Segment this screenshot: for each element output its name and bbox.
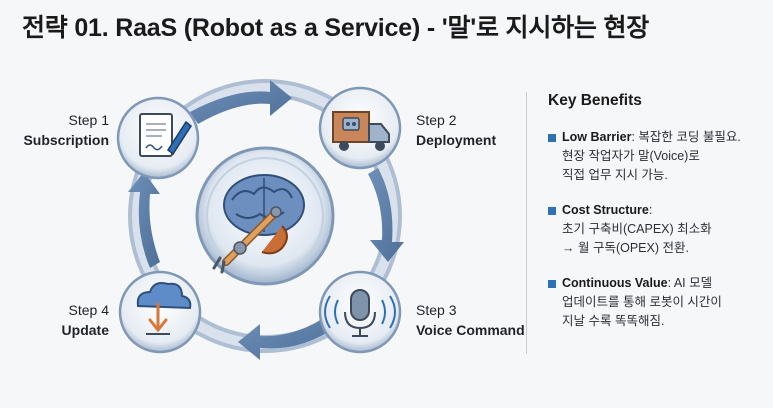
step-name: Update: [61, 322, 109, 338]
step-3-label: Step 3 Voice Command: [416, 300, 525, 340]
step-number: Step 4: [68, 302, 109, 318]
cycle-arrow-bottom: [238, 314, 338, 360]
cycle-arrow-right: [368, 168, 404, 262]
benefit-text: 현장 작업자가 말(Voice)로: [562, 149, 700, 163]
benefit-item: Low Barrier: 복잡한 코딩 불필요. 현장 작업자가 말(Voice…: [548, 128, 770, 185]
microphone-icon: [318, 270, 402, 354]
benefit-item: Cost Structure: 초기 구축비(CAPEX) 최소화 → 월 구독…: [548, 201, 770, 258]
benefit-name: Cost Structure: [562, 203, 649, 217]
ai-brain-robot-arm-icon: [195, 146, 335, 286]
benefit-item: Continuous Value: AI 모델 업데이트를 통해 로봇이 시간이…: [548, 274, 770, 331]
step-1-label: Step 1 Subscription: [23, 110, 109, 150]
benefits-title: Key Benefits: [548, 92, 642, 109]
benefit-name: Low Barrier: [562, 130, 632, 144]
step-number: Step 3: [416, 302, 457, 318]
step-number: Step 2: [416, 112, 457, 128]
cloud-download-icon: [118, 270, 202, 354]
benefit-text: 지날 수록 똑똑해짐.: [562, 314, 665, 328]
benefit-text: 직접 업무 지시 가능.: [562, 168, 668, 182]
bullet-square-icon: [548, 134, 556, 142]
page-title: 전략 01. RaaS (Robot as a Service) - '말'로 …: [22, 14, 650, 42]
key-benefits-panel: Key Benefits Low Barrier: 복잡한 코딩 불필요. 현장…: [548, 92, 770, 347]
benefit-text: 업데이트를 통해 로봇이 시간이: [562, 295, 722, 309]
bullet-square-icon: [548, 207, 556, 215]
benefit-name: Continuous Value: [562, 276, 668, 290]
cycle-arrow-left: [128, 172, 160, 268]
step-name: Deployment: [416, 132, 497, 148]
step-name: Subscription: [23, 132, 109, 148]
benefit-text: 초기 구축비(CAPEX) 최소화: [562, 222, 712, 236]
step-2-label: Step 2 Deployment: [416, 110, 496, 150]
step-number: Step 1: [68, 112, 109, 128]
benefit-text: 복잡한 코딩 불필요.: [638, 130, 741, 144]
benefit-text: AI 모델: [673, 276, 713, 290]
step-name: Voice Command: [416, 322, 525, 338]
benefit-text: → 월 구독(OPEX) 전환.: [562, 241, 689, 255]
delivery-truck-robot-icon: [318, 86, 402, 170]
cycle-arrow-top: [190, 80, 292, 124]
contract-pen-icon: [116, 96, 200, 180]
section-divider: [526, 92, 527, 354]
bullet-square-icon: [548, 280, 556, 288]
step-4-label: Step 4 Update: [62, 300, 109, 340]
